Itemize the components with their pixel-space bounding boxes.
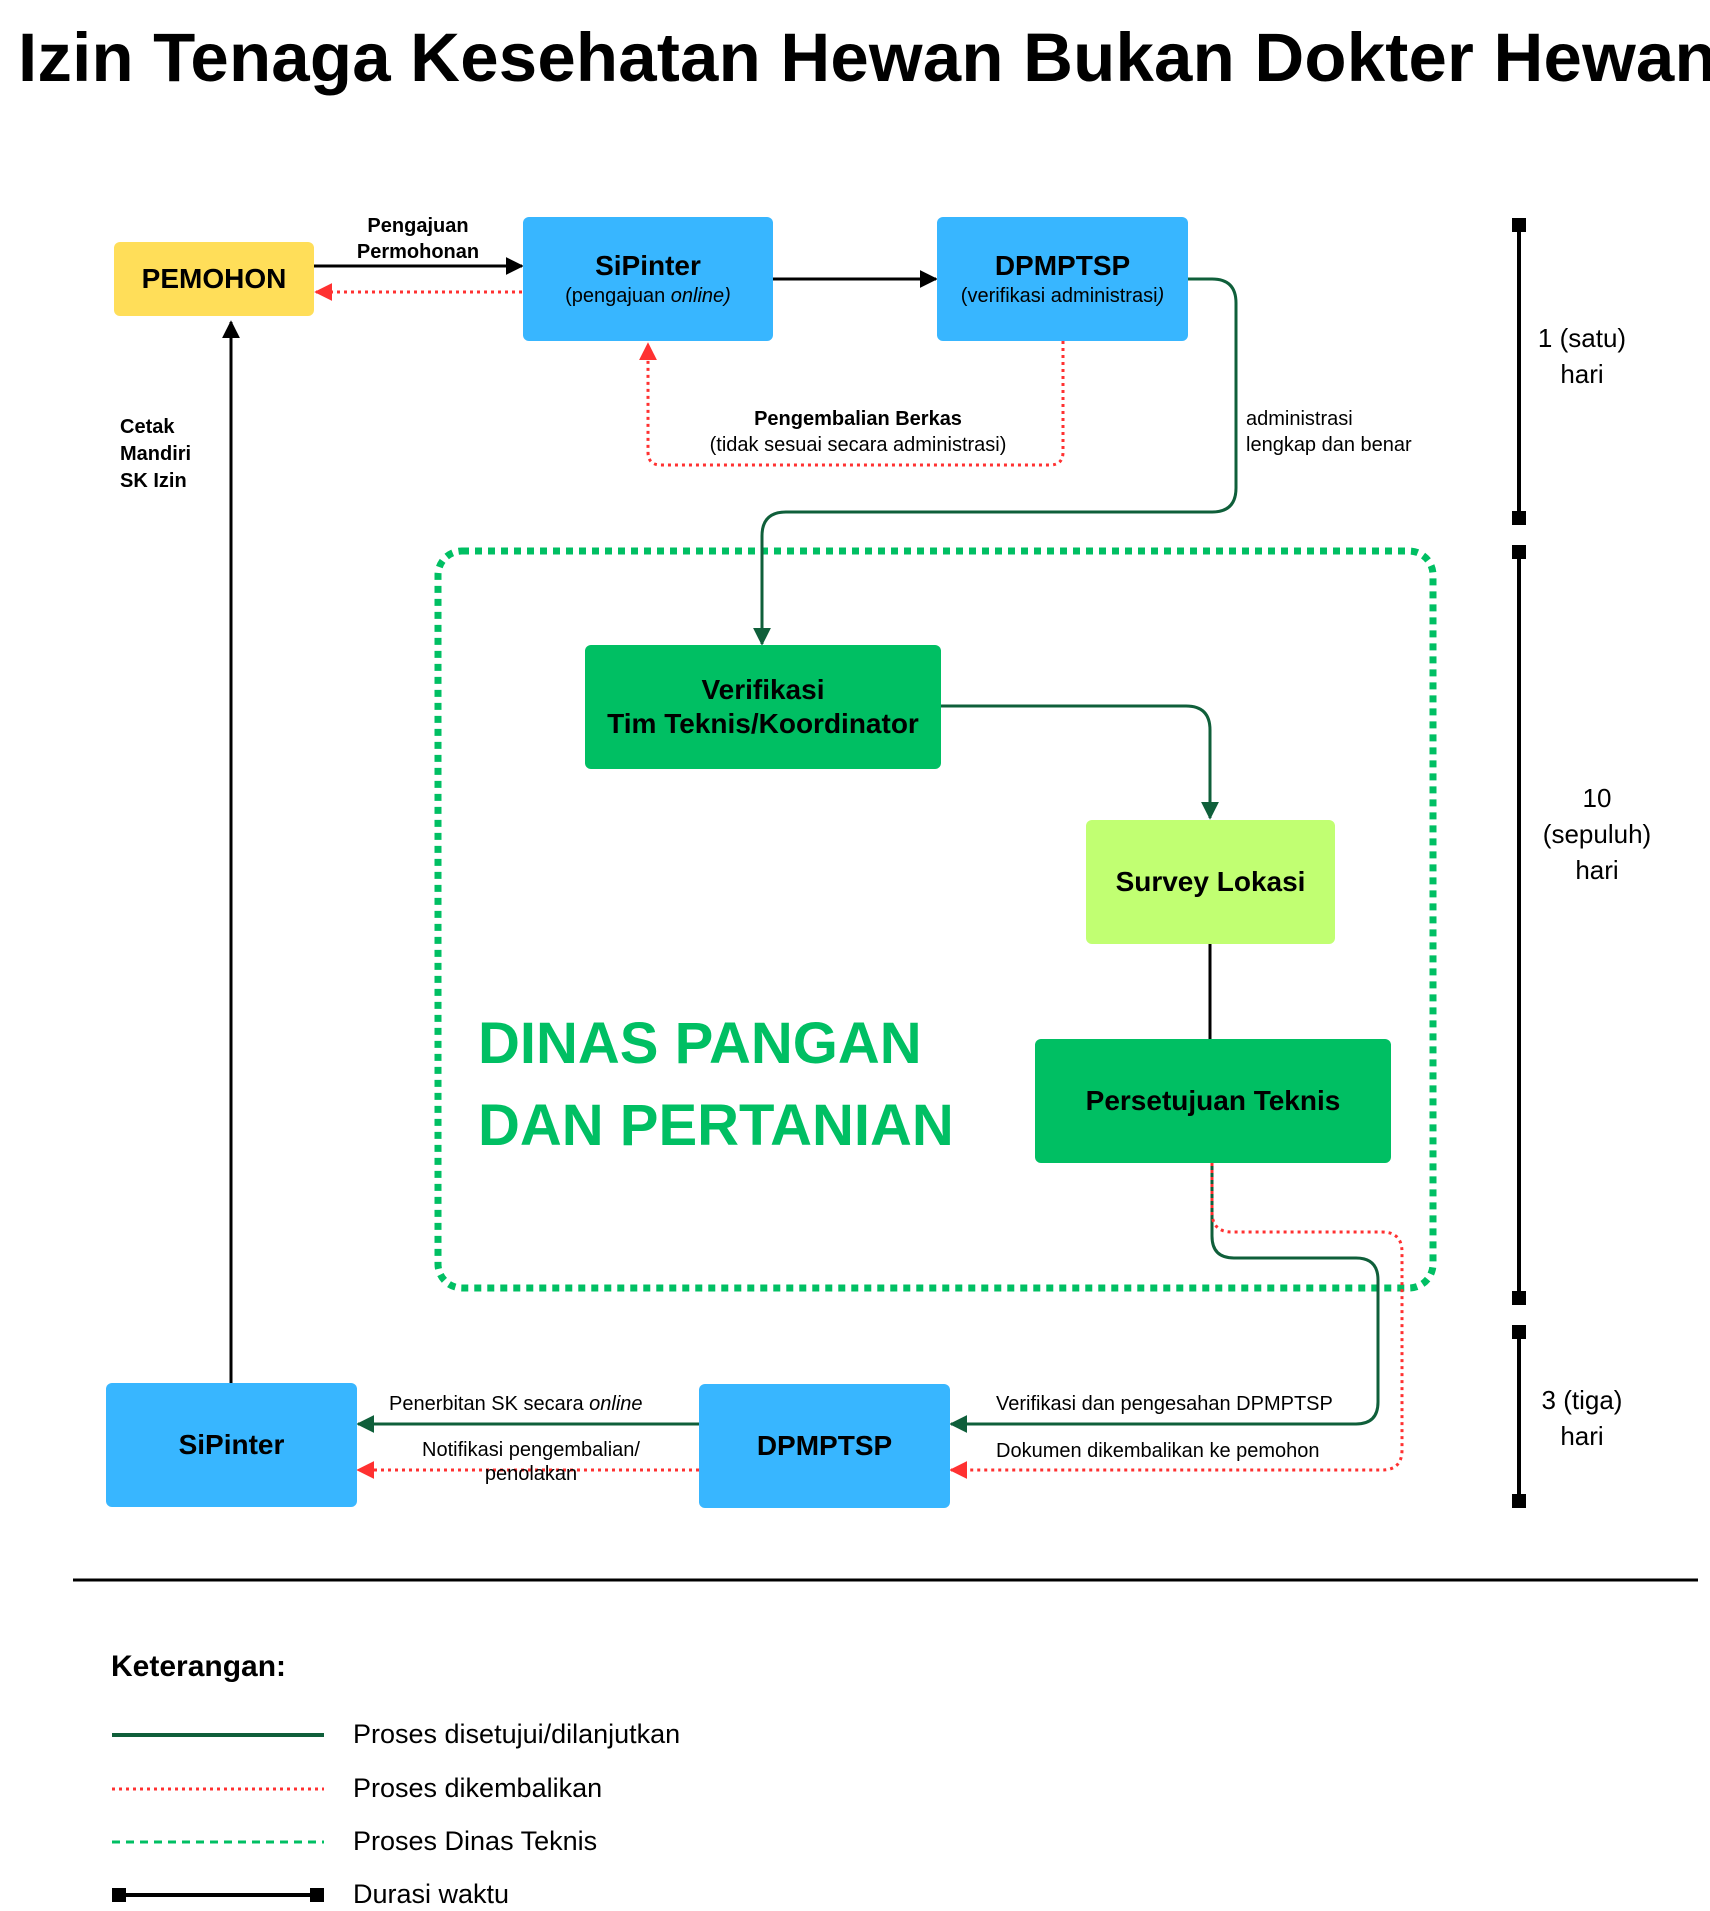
arrow-dpmptsp-to-verifikasi bbox=[753, 277, 1238, 646]
node-verifikasi-tim-teknis: Verifikasi Tim Teknis/Koordinator bbox=[585, 645, 941, 769]
arrow-persetujuan-to-dpmptsp bbox=[949, 1163, 1380, 1433]
node-verifikasi-line2: Tim Teknis/Koordinator bbox=[607, 708, 919, 739]
page-title: Izin Tenaga Kesehatan Hewan Bukan Dokter… bbox=[18, 19, 1710, 96]
node-sipinter-bottom-label: SiPinter bbox=[178, 1429, 285, 1460]
node-dpmptsp-top-title: DPMPTSP bbox=[994, 250, 1131, 281]
legend-approved-label: Proses disetujui/dilanjutkan bbox=[353, 1719, 681, 1749]
label-pengembalian-berkas: Pengembalian Berkas (tidak sesuai secara… bbox=[709, 408, 1007, 456]
legend-dinas-label: Proses Dinas Teknis bbox=[353, 1826, 598, 1856]
duration-bar-3 bbox=[1512, 1325, 1526, 1508]
label-administrasi-lengkap: administrasi lengkap dan benar bbox=[1246, 408, 1412, 456]
node-survey-label: Survey Lokasi bbox=[1115, 866, 1306, 897]
node-survey-lokasi: Survey Lokasi bbox=[1086, 820, 1335, 944]
label-penerbitan-sk: Penerbitan SK secara online bbox=[389, 1393, 643, 1415]
node-sipinter-bottom: SiPinter bbox=[106, 1383, 357, 1507]
label-dinas-line1: DINAS PANGAN bbox=[478, 1011, 922, 1076]
node-persetujuan-label: Persetujuan Teknis bbox=[1085, 1085, 1341, 1116]
legend-swatch-duration bbox=[112, 1888, 324, 1902]
arrow-verifikasi-to-survey bbox=[941, 704, 1219, 820]
node-persetujuan-teknis: Persetujuan Teknis bbox=[1035, 1039, 1391, 1163]
node-sipinter-top-title: SiPinter bbox=[595, 250, 701, 281]
duration-bar-2 bbox=[1512, 545, 1526, 1305]
node-pemohon-label: PEMOHON bbox=[141, 263, 287, 294]
label-verifikasi-pengesahan: Verifikasi dan pengesahan DPMPTSP bbox=[996, 1393, 1333, 1415]
dinas-container-border bbox=[434, 547, 1437, 1292]
legend-returned-label: Proses dikembalikan bbox=[353, 1773, 603, 1803]
duration-label-3: 3 (tiga) hari bbox=[1541, 1385, 1623, 1451]
legend-title: Keterangan: bbox=[111, 1650, 287, 1683]
node-dpmptsp-bottom-label: DPMPTSP bbox=[756, 1430, 893, 1461]
label-dinas-line2: DAN PERTANIAN bbox=[478, 1093, 954, 1158]
node-dpmptsp-top: DPMPTSP (verifikasi administrasi) bbox=[937, 217, 1188, 341]
duration-bar-1 bbox=[1512, 218, 1526, 525]
label-pengajuan-permohonan: Pengajuan Permohonan bbox=[356, 215, 480, 263]
duration-label-2: 10 (sepuluh) hari bbox=[1542, 783, 1652, 885]
label-cetak-mandiri: Cetak Mandiri SK Izin bbox=[120, 416, 192, 492]
node-dpmptsp-top-subtitle: (verifikasi administrasi) bbox=[960, 285, 1165, 307]
label-dokumen-dikembalikan: Dokumen dikembalikan ke pemohon bbox=[996, 1440, 1320, 1462]
node-sipinter-top: SiPinter (pengajuan online) bbox=[523, 217, 773, 341]
node-pemohon: PEMOHON bbox=[114, 242, 314, 316]
node-verifikasi-line1: Verifikasi bbox=[701, 674, 825, 705]
arrow-persetujuan-return-to-dpmptsp bbox=[949, 1163, 1404, 1479]
node-dpmptsp-bottom: DPMPTSP bbox=[699, 1384, 950, 1508]
node-sipinter-top-subtitle: (pengajuan online) bbox=[565, 285, 731, 307]
legend-duration-label: Durasi waktu bbox=[353, 1879, 510, 1909]
duration-label-1: 1 (satu) hari bbox=[1537, 323, 1627, 389]
label-notifikasi-pengembalian: Notifikasi pengembalian/ penolakan bbox=[422, 1439, 640, 1485]
